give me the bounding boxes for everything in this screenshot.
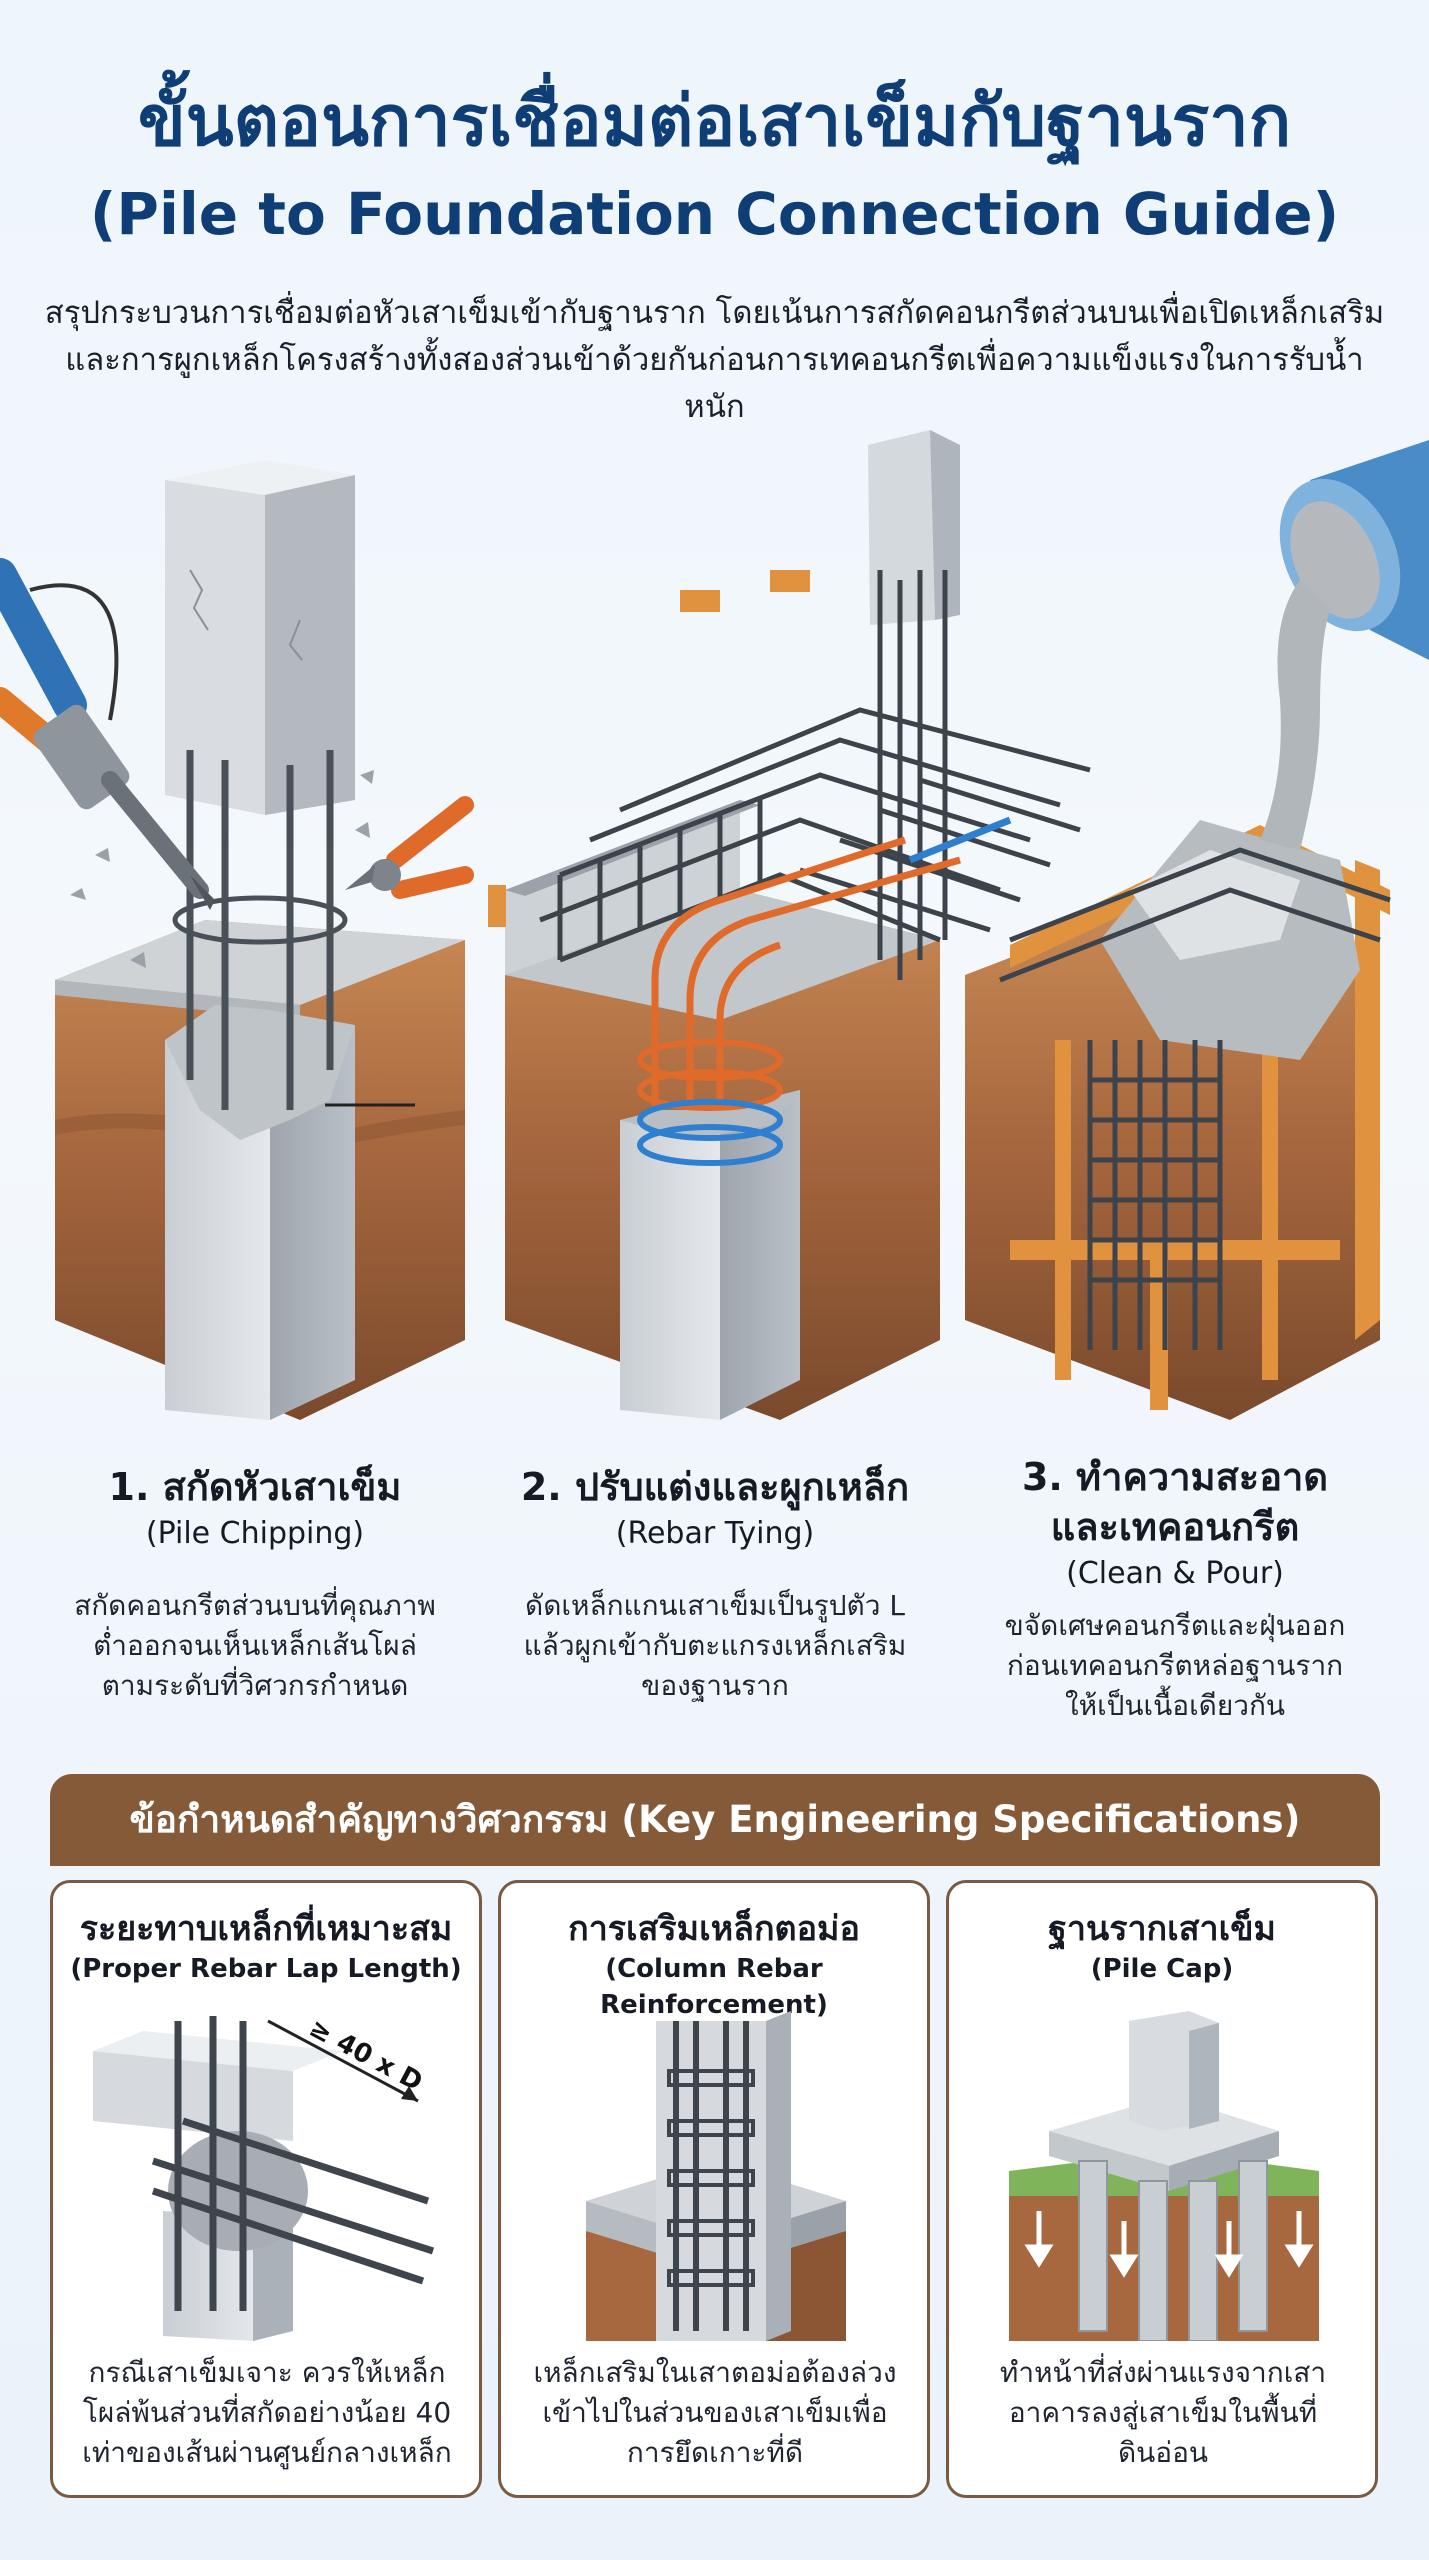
spec-card-desc-line: เข้าไปในส่วนของเสาเข็มเพื่อ — [542, 2396, 888, 2429]
step-3-desc-line: ขจัดเศษคอนกรีตและฝุ่นออก — [1004, 1609, 1346, 1642]
spec-card-desc-line: เหล็กเสริมในเสาตอม่อต้องล่วง — [533, 2356, 897, 2389]
step-1-title-en: (Pile Chipping) — [145, 1516, 365, 1551]
step-1-description: สกัดคอนกรีตส่วนบนที่คุณภาพ ต่ำออกจนเห็นเ… — [40, 1586, 470, 1706]
spec-card-pile-cap: ฐานรากเสาเข็ม (Pile Cap) ท — [946, 1880, 1378, 2498]
step-2-desc-line: ดัดเหล็กแกนเสาเข็มเป็นรูปตัว L — [525, 1589, 905, 1622]
step-3: 3. ทำความสะอาด และเทคอนกรีต (Clean & Pou… — [960, 1452, 1390, 1726]
step-2-description: ดัดเหล็กแกนเสาเข็มเป็นรูปตัว L แล้วผูกเข… — [500, 1586, 930, 1706]
pile-cap-figure — [979, 2011, 1347, 2342]
step-1-title: 1. สกัดหัวเสาเข็ม — [108, 1465, 402, 1509]
intro-line-1: สรุปกระบวนการเชื่อมต่อหัวเสาเข็มเข้ากับฐ… — [44, 295, 1385, 331]
step-2-desc-line: แล้วผูกเข้ากับตะแกรงเหล็กเสริม — [523, 1629, 907, 1662]
column-rebar-figure — [531, 2011, 899, 2341]
step-1: 1. สกัดหัวเสาเข็ม (Pile Chipping) สกัดคอ… — [40, 1462, 470, 1706]
spec-card-title-en: (Pile Cap) — [1090, 1954, 1234, 1984]
spec-card-description: เหล็กเสริมในเสาตอม่อต้องล่วง เข้าไปในส่ว… — [515, 2353, 915, 2473]
specifications-heading: ข้อกำหนดสำคัญทางวิศวกรรม (Key Engineerin… — [50, 1774, 1380, 1866]
step-3-desc-line: ให้เป็นเนื้อเดียวกัน — [1064, 1689, 1286, 1722]
step-1-desc-line: ต่ำออกจนเห็นเหล็กเส้นโผล่ — [93, 1629, 417, 1662]
page-title: ขั้นตอนการเชื่อมต่อเสาเข็มกับฐานราก — [137, 80, 1292, 162]
step-3-title-en: (Clean & Pour) — [1066, 1556, 1284, 1591]
spec-card-title: ฐานรากเสาเข็ม — [1048, 1909, 1276, 1949]
spec-card-description: กรณีเสาเข็มเจาะ ควรให้เหล็ก โผล่พ้นส่วนท… — [67, 2353, 467, 2473]
page-subtitle: (Pile to Foundation Connection Guide) — [89, 180, 1340, 248]
intro-text: สรุปกระบวนการเชื่อมต่อหัวเสาเข็มเข้ากับฐ… — [40, 290, 1389, 431]
spec-card-desc-line: โผล่พ้นส่วนที่สกัดอย่างน้อย 40 — [82, 2396, 452, 2429]
intro-line-2: และการผูกเหล็กโครงสร้างทั้งสองส่วนเข้าด้… — [65, 342, 1364, 425]
process-illustration — [0, 420, 1429, 1430]
step-3-description: ขจัดเศษคอนกรีตและฝุ่นออก ก่อนเทคอนกรีตหล… — [960, 1606, 1390, 1726]
clean-pour-illustration — [965, 440, 1429, 1420]
step-2-title: 2. ปรับแต่งและผูกเหล็ก — [520, 1465, 910, 1509]
lap-length-figure: ≥ 40 x D — [83, 2011, 451, 2341]
spec-card-title-en: (Proper Rebar Lap Length) — [70, 1954, 462, 1984]
step-1-desc-line: ตามระดับที่วิศวกรกำหนด — [101, 1669, 409, 1702]
step-3-title-line-1: 3. ทำความสะอาด — [1021, 1455, 1329, 1499]
spec-card-description: ทำหน้าที่ส่งผ่านแรงจากเสา อาคารลงสู่เสาเ… — [963, 2353, 1363, 2473]
step-3-desc-line: ก่อนเทคอนกรีตหล่อฐานราก — [1006, 1649, 1344, 1682]
rebar-tying-illustration — [488, 430, 1091, 1420]
step-2: 2. ปรับแต่งและผูกเหล็ก (Rebar Tying) ดัด… — [500, 1462, 930, 1706]
spec-card-lap-length: ระยะทาบเหล็กที่เหมาะสม (Proper Rebar Lap… — [50, 1880, 482, 2498]
load-arrow-icon — [1024, 2211, 1314, 2278]
pile-chipping-illustration — [0, 460, 474, 1420]
spec-card-desc-line: ทำหน้าที่ส่งผ่านแรงจากเสา — [999, 2356, 1327, 2389]
step-1-desc-line: สกัดคอนกรีตส่วนบนที่คุณภาพ — [74, 1589, 436, 1622]
spec-card-desc-line: อาคารลงสู่เสาเข็มในพื้นที่ — [1008, 2396, 1318, 2429]
spec-card-desc-line: การยึดเกาะที่ดี — [626, 2436, 804, 2469]
spec-card-title: ระยะทาบเหล็กที่เหมาะสม — [79, 1909, 453, 1949]
spec-card-desc-line: กรณีเสาเข็มเจาะ ควรให้เหล็ก — [88, 2356, 446, 2389]
rebar-cutter-icon — [345, 796, 474, 899]
spec-card-desc-line: ดินอ่อน — [1117, 2436, 1209, 2469]
spec-card-title: การเสริมเหล็กตอม่อ — [568, 1909, 860, 1949]
spec-card-column-rebar: การเสริมเหล็กตอม่อ (Column Rebar Reinfor… — [498, 1880, 930, 2498]
step-2-desc-line: ของฐานราก — [641, 1669, 789, 1702]
step-2-title-en: (Rebar Tying) — [615, 1516, 815, 1551]
jackhammer-icon — [0, 558, 215, 910]
spec-card-desc-line: เท่าของเส้นผ่านศูนย์กลางเหล็ก — [82, 2436, 452, 2469]
step-3-title-line-2: และเทคอนกรีต — [1050, 1505, 1300, 1549]
